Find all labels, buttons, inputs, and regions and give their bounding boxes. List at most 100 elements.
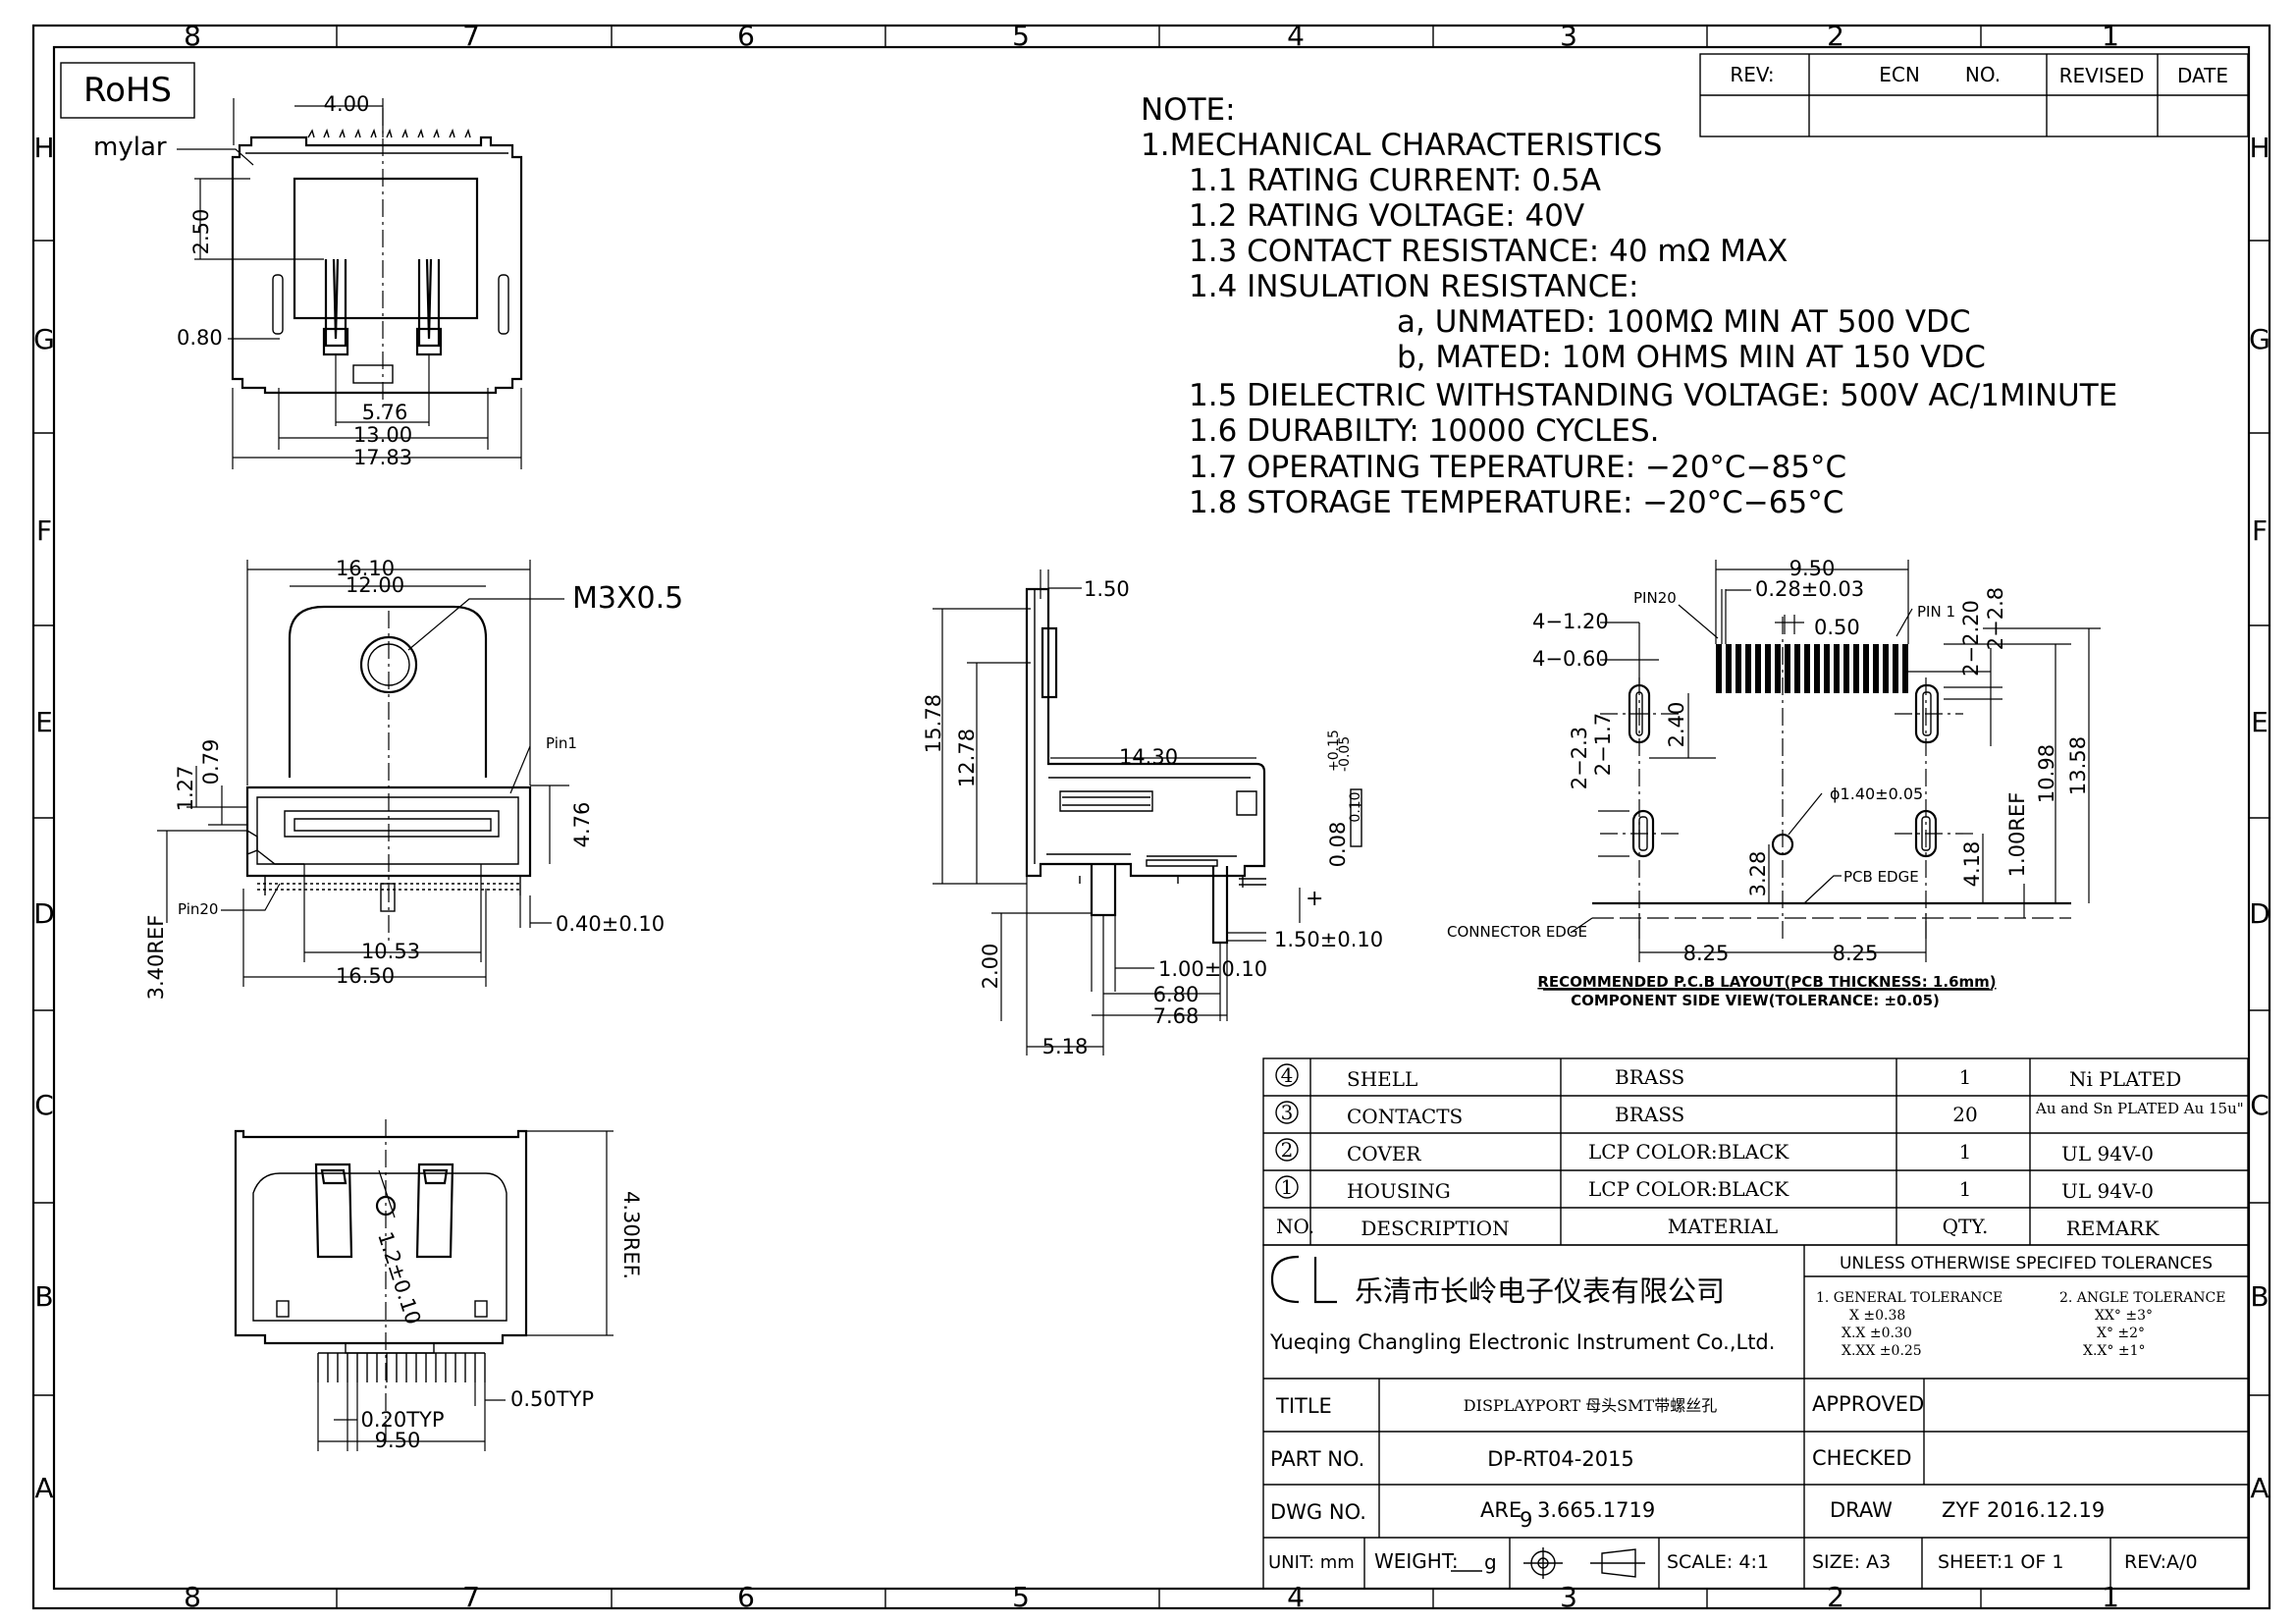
tol-x: X ±0.38 — [1849, 1308, 1905, 1324]
bom-no-2: 2 — [1281, 1138, 1294, 1162]
dim-4-18: 4.18 — [1960, 841, 1984, 888]
dim-2-50: 2.50 — [189, 209, 213, 255]
dim-2-2-20: 2−2.20 — [1959, 600, 1983, 677]
dim-9-50-pcb: 9.50 — [1789, 557, 1836, 580]
bom-qty-housing: 1 — [1959, 1177, 1972, 1201]
bom-mat-contacts: BRASS — [1615, 1103, 1684, 1126]
bom-header-material: MATERIAL — [1668, 1215, 1778, 1238]
dim-1-00-tol: 1.00±0.10 — [1158, 957, 1267, 981]
hole-diameter: ϕ1.40±0.05 — [1830, 785, 1923, 803]
tol-minus-0-05: -0.05 — [1337, 736, 1353, 772]
bom-remark-contacts: Au and Sn PLATED Au 15u" — [2035, 1100, 2244, 1117]
scale-label: SCALE: 4:1 — [1667, 1551, 1769, 1573]
dim-12-00: 12.00 — [346, 573, 404, 597]
front-view: 16.10 12.00 M3X0.5 1.27 0.79 4.76 3.40RE… — [144, 557, 683, 1000]
thread-label-m3: M3X0.5 — [572, 581, 683, 616]
side-view: 1.50 15.78 12.78 14.30 +0.15 -0.05 0.08 … — [922, 569, 1383, 1058]
col-label-8-bottom: 8 — [184, 1581, 201, 1613]
ecn-header: ECN — [1879, 63, 1920, 86]
dim-0-20-typ: 0.20TYP — [360, 1408, 444, 1432]
bom-header-no: NO. — [1276, 1215, 1314, 1238]
bom-no-4: 4 — [1281, 1063, 1294, 1087]
rev-header: REV: — [1730, 63, 1774, 86]
unit-label: UNIT: mm — [1268, 1552, 1355, 1573]
col-label-1: 1 — [2102, 20, 2119, 52]
col-label-4-bottom: 4 — [1287, 1581, 1305, 1613]
revision-table: REV: ECN NO. REVISED DATE — [1699, 53, 2249, 137]
dim-1-27: 1.27 — [174, 766, 197, 812]
col-label-6: 6 — [737, 20, 755, 52]
dim-8-25-left: 8.25 — [1683, 942, 1730, 965]
company-name-en: Yueqing Changling Electronic Instrument … — [1269, 1330, 1775, 1354]
dwg-no-label: DWG NO. — [1270, 1500, 1366, 1524]
col-label-5-bottom: 5 — [1012, 1581, 1030, 1613]
note-durability: 1.6 DURABILTY: 10000 CYCLES. — [1189, 413, 1660, 449]
dim-4-76: 4.76 — [570, 802, 594, 848]
note-storage-temp: 1.8 STORAGE TEMPERATURE: −20°C−65°C — [1189, 485, 1843, 520]
pcb-caption: RECOMMENDED P.C.B LAYOUT(PCB THICKNESS: … — [1537, 973, 1996, 991]
bom-no-1: 1 — [1281, 1175, 1294, 1199]
dim-0-08: 0.08 — [1326, 822, 1350, 868]
dim-1-50-tol: 1.50±0.10 — [1274, 928, 1383, 951]
bom-no-3: 3 — [1281, 1101, 1294, 1124]
rohs-mark: RoHS — [83, 71, 172, 110]
dim-5-18: 5.18 — [1042, 1035, 1089, 1058]
no-header: NO. — [1965, 63, 2001, 86]
size-label: SIZE: A3 — [1812, 1551, 1891, 1573]
dwg-number-sub: 9 — [1520, 1508, 1532, 1532]
sheet-label: SHEET:1 OF 1 — [1938, 1551, 2063, 1573]
rohs-box — [60, 62, 195, 119]
row-label-e-right: E — [2251, 706, 2269, 738]
col-label-7: 7 — [462, 20, 480, 52]
note-rating-current: 1.1 RATING CURRENT: 0.5A — [1189, 163, 1601, 198]
bom-remark-housing: UL 94V-0 — [2061, 1179, 2154, 1203]
dim-13-58: 13.58 — [2066, 736, 2090, 795]
note-operating-temp: 1.7 OPERATING TEPERATURE: −20°C−85°C — [1189, 450, 1846, 485]
row-label-c-right: C — [2250, 1089, 2269, 1121]
bom-qty-contacts: 20 — [1952, 1103, 1977, 1126]
bom-desc-housing: HOUSING — [1347, 1179, 1451, 1203]
row-label-c: C — [34, 1089, 54, 1121]
dim-15-78: 15.78 — [922, 694, 945, 753]
dim-1-00-ref: 1.00REF — [2005, 792, 2029, 878]
dim-5-76: 5.76 — [362, 401, 408, 424]
dim-8-25-right: 8.25 — [1833, 942, 1879, 965]
dim-16-50: 16.50 — [336, 964, 395, 988]
row-label-h-right: H — [2249, 132, 2269, 164]
weight-label: WEIGHT: — [1374, 1549, 1459, 1573]
pcb-layout: 9.50 0.28±0.03 PIN20 PIN 1 0.50 4−1.20 4… — [1447, 557, 2101, 1009]
dim-0-10: 0.10 — [1348, 791, 1363, 822]
dwg-number-prefix: ARE — [1480, 1498, 1522, 1522]
row-label-f: F — [36, 514, 52, 547]
row-label-g: G — [33, 323, 55, 355]
row-label-b-right: B — [2250, 1280, 2269, 1313]
rev-label: REV:A/0 — [2124, 1551, 2198, 1573]
dim-3-28: 3.28 — [1746, 851, 1770, 897]
company-name-cn: 乐清市长岭电子仪表有限公司 — [1355, 1274, 1725, 1308]
weight-unit: g — [1484, 1550, 1497, 1574]
dim-13-00: 13.00 — [353, 423, 412, 447]
row-label-a-right: A — [2250, 1472, 2269, 1504]
bom-remark-cover: UL 94V-0 — [2061, 1142, 2154, 1165]
dim-7-68: 7.68 — [1153, 1004, 1200, 1028]
mylar-label: mylar — [93, 133, 167, 162]
bom-remark-shell: Ni PLATED — [2069, 1067, 2181, 1091]
dim-2-1-7: 2−1.7 — [1591, 713, 1615, 776]
note-heading: NOTE: — [1141, 92, 1236, 128]
row-label-g-right: G — [2249, 323, 2270, 355]
col-label-8: 8 — [184, 20, 201, 52]
ang-tol-xx-dot: X.X° ±1° — [2083, 1343, 2145, 1359]
pcb-edge-label: PCB EDGE — [1843, 868, 1919, 886]
date-header: DATE — [2177, 64, 2228, 87]
row-label-b: B — [34, 1280, 53, 1313]
dim-4-30-ref: 4.30REF. — [619, 1191, 643, 1279]
revised-header: REVISED — [2059, 64, 2145, 87]
notes: NOTE: 1.MECHANICAL CHARACTERISTICS 1.1 R… — [1141, 92, 2117, 520]
checked-label: CHECKED — [1812, 1446, 1912, 1470]
part-number: DP-RT04-2015 — [1487, 1447, 1634, 1471]
dim-17-83: 17.83 — [353, 446, 412, 469]
connector-edge-label: CONNECTOR EDGE — [1447, 923, 1587, 941]
note-contact-resistance: 1.3 CONTACT RESISTANCE: 40 mΩ MAX — [1189, 234, 1788, 269]
tol-plus-0-15: +0.15 — [1326, 730, 1342, 772]
